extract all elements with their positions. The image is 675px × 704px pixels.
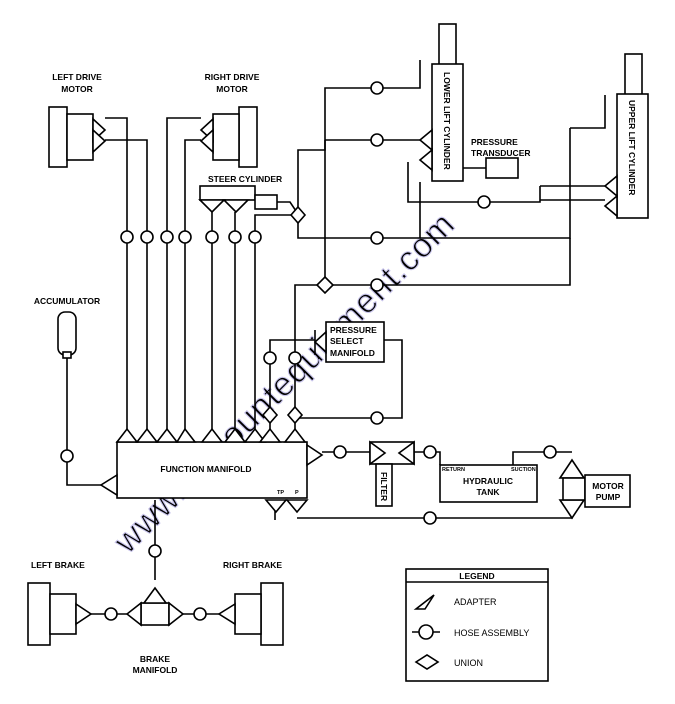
motor-pump: [558, 458, 631, 520]
function-manifold-tp-label: TP: [277, 490, 284, 496]
right-drive-motor-label-1: RIGHT DRIVE: [205, 72, 260, 82]
accumulator-label: ACCUMULATOR: [34, 296, 100, 306]
watermark: www.discountequipment.com: [106, 205, 463, 562]
pressure-select-manifold-label-1: PRESSURE: [330, 325, 377, 335]
legend-union-label: UNION: [454, 658, 483, 668]
brake-manifold-label-2: MANIFOLD: [133, 665, 178, 675]
right-drive-motor: [199, 106, 258, 168]
right-brake: [217, 582, 284, 646]
unions: [261, 205, 335, 425]
hydraulic-tank: [439, 464, 538, 503]
upper-lift-cylinder: [603, 53, 649, 219]
function-manifold-top-adapters: [115, 427, 307, 443]
steer-cylinder-label: STEER CYLINDER: [208, 174, 282, 184]
pressure-transducer-label-1: PRESSURE: [471, 137, 518, 147]
pressure-select-manifold-label-2: SELECT: [330, 336, 364, 346]
tank-return-label: RETURN: [442, 467, 465, 473]
lower-lift-cylinder: [418, 23, 464, 182]
pressure-select-manifold-label-3: MANIFOLD: [330, 348, 375, 358]
motor-pump-label-1: MOTOR: [592, 481, 623, 491]
legend-title: LEGEND: [459, 571, 494, 581]
legend: LEGEND ADAPTER HOSE ASSEMBLY UNION: [405, 568, 549, 682]
accumulator: [57, 311, 77, 359]
brake-manifold-label-1: BRAKE: [140, 654, 171, 664]
left-brake: [27, 582, 93, 646]
filter-label: FILTER: [379, 472, 389, 501]
hydraulic-lines: [66, 60, 606, 615]
left-drive-motor: [48, 106, 107, 168]
lower-lift-cylinder-label: LOWER LIFT CYLINDER: [442, 72, 452, 170]
hose-assemblies: [60, 81, 557, 621]
hydraulic-tank-label-1: HYDRAULIC: [463, 476, 513, 486]
left-brake-label: LEFT BRAKE: [31, 560, 85, 570]
pressure-select-manifold: [313, 321, 385, 363]
pressure-transducer-label-2: TRANSDUCER: [471, 148, 531, 158]
left-drive-motor-label-1: LEFT DRIVE: [52, 72, 102, 82]
component-labels: LEFT DRIVE MOTOR RIGHT DRIVE MOTOR STEER…: [31, 72, 637, 675]
union-legend-icon: [414, 654, 440, 670]
left-drive-motor-label-2: MOTOR: [61, 84, 92, 94]
legend-hose-label: HOSE ASSEMBLY: [454, 628, 529, 638]
pressure-transducer: [485, 157, 519, 179]
filter: [369, 440, 415, 507]
function-manifold-label: FUNCTION MANIFOLD: [160, 464, 251, 474]
right-brake-label: RIGHT BRAKE: [223, 560, 282, 570]
function-manifold-p-label: P: [295, 490, 299, 496]
right-drive-motor-label-2: MOTOR: [216, 84, 247, 94]
brake-manifold: [125, 586, 185, 627]
upper-lift-cylinder-label: UPPER LIFT CYLINDER: [627, 100, 637, 195]
adapter-legend-icon: [413, 594, 435, 610]
legend-adapter-label: ADAPTER: [454, 597, 497, 607]
hydraulic-tank-label-2: TANK: [477, 487, 501, 497]
function-manifold: [99, 427, 324, 514]
motor-pump-label-2: PUMP: [596, 492, 621, 502]
tank-suction-label: SUCTION: [511, 467, 536, 473]
steer-cylinder: [198, 185, 278, 214]
hose-assembly-legend-icon: [418, 624, 434, 640]
